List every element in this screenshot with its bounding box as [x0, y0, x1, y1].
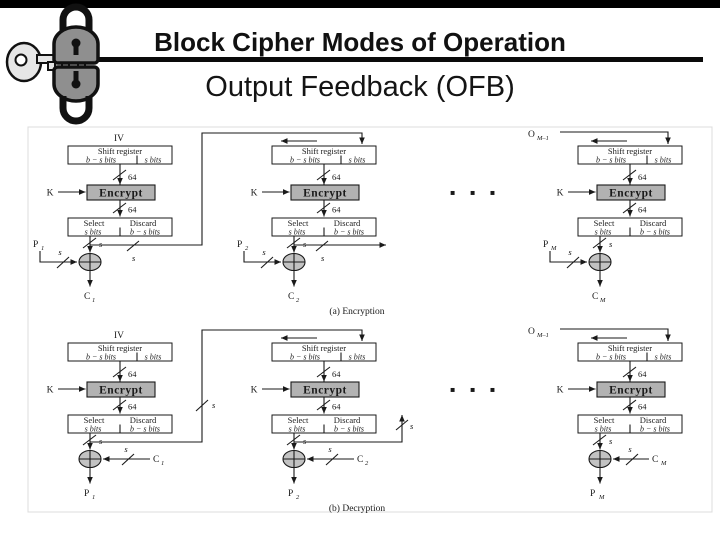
feedback-s-slash	[315, 240, 329, 252]
ciphertext-label: C	[652, 455, 658, 465]
s-bits-label: s bits	[145, 156, 162, 165]
select-bits-label: s bits	[85, 228, 102, 237]
input-path	[560, 328, 671, 341]
plaintext-sub: 2	[296, 494, 300, 501]
ciphertext-label: C	[153, 455, 159, 465]
dec-stage1-extras: IV s C 1 s P 1	[84, 329, 365, 501]
feedback-s-label: s	[321, 253, 325, 263]
ellipsis-decryption: ▪ ▪ ▪	[450, 385, 501, 394]
ciphertext-sub: 2	[365, 460, 369, 467]
plaintext-s-slash	[56, 256, 70, 269]
plaintext-sub: 2	[245, 245, 249, 252]
figure-border	[27, 126, 713, 513]
plaintext-sub: 1	[41, 245, 44, 252]
prev-output-sub: M–1	[536, 332, 549, 339]
padlock-top-icon	[52, 3, 100, 65]
s-label: s	[99, 239, 103, 249]
enc-stage3-core	[557, 146, 682, 287]
b-minus-s-bits-label: b − s bits	[86, 156, 116, 165]
iv-label: IV	[114, 134, 124, 144]
security-icons	[5, 3, 100, 125]
cipher-stage-core: Shift register b − s bits s bits 64 K En…	[47, 145, 173, 287]
ciphertext-s-label: s	[628, 444, 632, 454]
ellipsis-encryption: ▪ ▪ ▪	[450, 188, 501, 197]
feedback-path	[90, 329, 365, 443]
input-path	[560, 131, 671, 144]
encrypt-label: Encrypt	[99, 188, 143, 200]
ciphertext-sub: 1	[161, 460, 164, 467]
slide-subtitle: Output Feedback (OFB)	[205, 71, 515, 103]
ciphertext-label: C	[84, 292, 90, 302]
ciphertext-s-label: s	[328, 444, 332, 454]
dec-stage3-extras: O M–1 C M s P M	[528, 327, 671, 501]
ciphertext-label: C	[592, 292, 598, 302]
ciphertext-sub: 2	[296, 297, 300, 304]
feedback-s-slash	[195, 399, 209, 412]
iv-label: IV	[114, 331, 124, 341]
bus-width-slash	[112, 169, 127, 181]
title-underline	[66, 57, 703, 62]
bus-width-label-2: 64	[128, 205, 137, 215]
ciphertext-s-slash	[121, 453, 135, 466]
plaintext-label: P	[543, 240, 548, 250]
shift-register-label: Shift register	[98, 146, 142, 156]
feedback-s-label: s	[212, 400, 216, 410]
plaintext-label: P	[84, 489, 89, 499]
ciphertext-sub: M	[660, 460, 667, 467]
plaintext-s-slash	[566, 256, 580, 269]
discard-label: Discard	[130, 218, 157, 228]
top-accent-bar	[0, 0, 720, 8]
encrypt-box	[86, 184, 156, 201]
select-label: Select	[84, 218, 105, 228]
ciphertext-label: C	[357, 455, 363, 465]
ciphertext-s-slash	[325, 453, 339, 466]
bus-width-slash-2	[112, 202, 127, 214]
enc-stage1-extras: IV s P 1 s C 1	[33, 132, 365, 304]
plaintext-sub: M	[598, 494, 605, 501]
feedback-path	[294, 415, 405, 443]
ciphertext-sub: M	[599, 297, 606, 304]
plaintext-sub: M	[550, 245, 557, 252]
slide-title: Block Cipher Modes of Operation	[154, 27, 566, 57]
s-slash	[82, 237, 97, 249]
plaintext-arrow	[549, 251, 587, 265]
plaintext-s-slash	[260, 256, 274, 269]
prev-output-label: O	[528, 327, 535, 337]
plaintext-label: P	[590, 489, 595, 499]
plaintext-label: P	[33, 240, 38, 250]
key-label: K	[47, 189, 54, 199]
plaintext-arrow	[39, 251, 77, 265]
padlock-bottom-icon	[52, 65, 100, 125]
ciphertext-label: C	[288, 292, 294, 302]
feedback-s-label: s	[132, 253, 136, 263]
enc-stage2-core	[251, 146, 376, 287]
prev-output-label: O	[528, 130, 535, 140]
feedback-s-label: s	[410, 421, 414, 431]
plaintext-s-label: s	[568, 247, 572, 257]
bus-width-label: 64	[128, 172, 137, 182]
plaintext-arrow	[243, 251, 281, 265]
caption-decryption: (b) Decryption	[329, 503, 385, 514]
prev-output-sub: M–1	[536, 135, 549, 142]
enc-stage3-extras: O M–1 P M s C M	[528, 130, 671, 304]
plaintext-s-label: s	[58, 247, 62, 257]
ciphertext-s-slash	[625, 453, 639, 466]
plaintext-sub: 1	[92, 494, 95, 501]
dec-stage2-extras: s C 2 s P 2	[281, 335, 414, 501]
plaintext-s-label: s	[262, 247, 266, 257]
ciphertext-sub: 1	[92, 297, 95, 304]
feedback-s-slash	[126, 240, 140, 252]
feedback-path	[90, 132, 365, 246]
ciphertext-s-label: s	[124, 444, 128, 454]
enc-stage2-extras: s P 2 s C 2	[237, 138, 386, 304]
discard-bits-label: b − s bits	[130, 228, 160, 237]
caption-encryption: (a) Encryption	[329, 306, 384, 317]
feedback-s-slash	[395, 419, 409, 431]
plaintext-label: P	[237, 240, 242, 250]
plaintext-label: P	[288, 489, 293, 499]
